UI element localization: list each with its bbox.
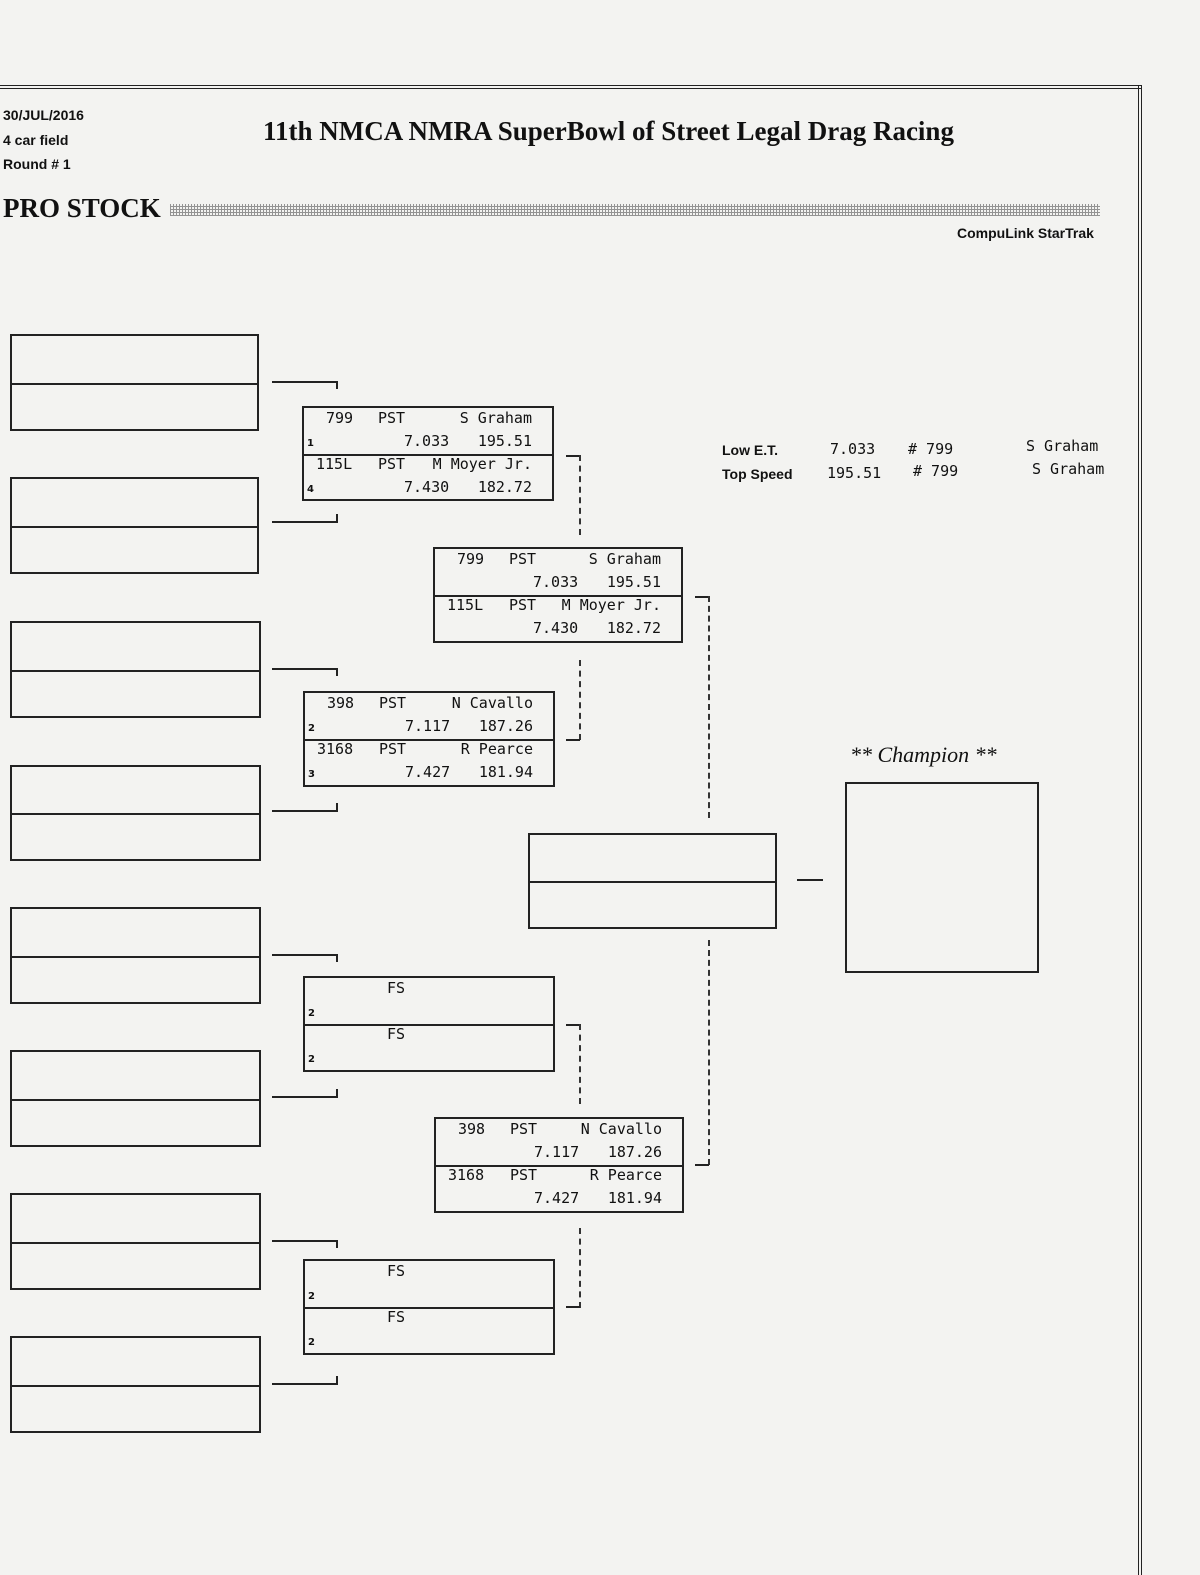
low-et-driver: S Graham <box>1026 437 1099 455</box>
field-size: 4 car field <box>3 132 69 148</box>
low-et-label: Low E.T. <box>722 442 778 458</box>
round1-matchup: 799 PST S Graham 7.033 195.51 1 115L PST… <box>302 406 554 501</box>
elapsed-time: 7.430 <box>533 619 579 637</box>
champion-box <box>845 782 1039 973</box>
lane-b: FS 2 <box>305 1024 553 1070</box>
qualifier-box <box>10 1336 261 1433</box>
seed: 3 <box>308 769 315 780</box>
car-number: 799 <box>326 409 354 427</box>
round2-matchup: 398 PST N Cavallo 7.117 187.26 3168 PST … <box>434 1117 684 1213</box>
car-class: PST <box>509 550 537 568</box>
qualifier-box <box>10 907 261 1004</box>
elapsed-time: 7.430 <box>404 477 450 496</box>
car-class: PST <box>379 694 407 712</box>
car-class: FS <box>387 1262 406 1280</box>
round1-matchup: 398 PST N Cavallo 7.117 187.26 2 3168 PS… <box>303 691 555 787</box>
speed: 187.26 <box>607 1143 662 1161</box>
car-number: 398 <box>458 1120 486 1138</box>
round-label: Round # 1 <box>3 156 71 172</box>
car-number: 115L <box>316 454 353 473</box>
speed: 181.94 <box>607 1189 662 1207</box>
lane-a: 799 PST S Graham 7.033 195.51 1 <box>304 408 552 454</box>
car-class: FS <box>387 1025 406 1043</box>
champion-label: ** Champion ** <box>850 742 997 767</box>
qualifier-box <box>10 477 259 574</box>
top-speed-value: 195.51 <box>827 464 882 482</box>
lane-a: FS 2 <box>305 978 553 1024</box>
seed: 2 <box>308 1337 315 1348</box>
car-class: PST <box>379 740 407 758</box>
lane-a: 799 PST S Graham 7.033 195.51 <box>435 549 681 595</box>
elapsed-time: 7.033 <box>404 432 450 450</box>
top-border <box>0 85 1142 89</box>
top-speed-label: Top Speed <box>722 466 793 482</box>
car-number: 3168 <box>317 740 354 758</box>
speed: 182.72 <box>477 477 532 496</box>
lane-b: 115L PST M Moyer Jr. 7.430 182.72 <box>435 595 681 641</box>
round2-matchup: 799 PST S Graham 7.033 195.51 115L PST M… <box>433 547 683 643</box>
car-class: FS <box>387 979 406 997</box>
driver-name: R Pearce <box>589 1166 662 1184</box>
speed: 195.51 <box>477 432 532 450</box>
car-class: PST <box>509 596 537 614</box>
elapsed-time: 7.033 <box>533 573 579 591</box>
lane-b: 115L PST M Moyer Jr. 7.430 182.72 4 <box>304 454 552 500</box>
driver-name: M Moyer Jr. <box>432 454 532 473</box>
class-title: PRO STOCK <box>3 193 161 223</box>
software-label: CompuLink StarTrak <box>957 225 1094 241</box>
car-number: 3168 <box>448 1166 485 1184</box>
elapsed-time: 7.427 <box>534 1189 580 1207</box>
round1-matchup: FS 2 FS 2 <box>303 1259 555 1355</box>
car-class: PST <box>510 1166 538 1184</box>
speed: 181.94 <box>478 763 533 781</box>
qualifier-box <box>10 621 261 718</box>
driver-name: R Pearce <box>460 740 533 758</box>
lane-a: 398 PST N Cavallo 7.117 187.26 <box>436 1119 682 1165</box>
title-rule <box>170 204 1100 216</box>
top-speed-car: # 799 <box>913 462 959 480</box>
elapsed-time: 7.427 <box>405 763 451 781</box>
date: 30/JUL/2016 <box>3 107 84 123</box>
seed: 2 <box>308 1291 315 1302</box>
driver-name: M Moyer Jr. <box>561 596 661 614</box>
lane-b: FS 2 <box>305 1307 553 1353</box>
car-number: 115L <box>447 596 484 614</box>
car-class: PST <box>378 409 406 427</box>
lane-a: FS 2 <box>305 1261 553 1307</box>
car-class: PST <box>510 1120 538 1138</box>
qualifier-box <box>10 1050 261 1147</box>
lane-a: 398 PST N Cavallo 7.117 187.26 2 <box>305 693 553 739</box>
speed: 182.72 <box>606 619 661 637</box>
driver-name: N Cavallo <box>580 1120 662 1138</box>
round1-matchup: FS 2 FS 2 <box>303 976 555 1072</box>
lane-b: 3168 PST R Pearce 7.427 181.94 3 <box>305 739 553 785</box>
final-connector <box>797 879 823 881</box>
car-number: 398 <box>327 694 355 712</box>
lane-b: 3168 PST R Pearce 7.427 181.94 <box>436 1165 682 1211</box>
final-matchup <box>528 833 777 929</box>
car-class: FS <box>387 1308 406 1326</box>
driver-name: S Graham <box>588 550 661 568</box>
speed: 195.51 <box>606 573 661 591</box>
seed: 2 <box>308 1054 315 1065</box>
seed: 4 <box>307 483 314 495</box>
driver-name: N Cavallo <box>451 694 533 712</box>
low-et-car: # 799 <box>908 440 954 458</box>
qualifier-box <box>10 1193 261 1290</box>
event-title: 11th NMCA NMRA SuperBowl of Street Legal… <box>263 116 954 146</box>
car-number: 799 <box>457 550 485 568</box>
seed: 2 <box>308 1008 315 1019</box>
seed: 1 <box>307 438 314 449</box>
elapsed-time: 7.117 <box>534 1143 580 1161</box>
seed: 2 <box>308 723 315 734</box>
qualifier-box <box>10 334 259 431</box>
low-et-value: 7.033 <box>830 440 876 458</box>
top-speed-driver: S Graham <box>1032 460 1105 478</box>
driver-name: S Graham <box>459 409 532 427</box>
elapsed-time: 7.117 <box>405 717 451 735</box>
speed: 187.26 <box>478 717 533 735</box>
right-border <box>1138 85 1142 1575</box>
car-class: PST <box>378 454 406 473</box>
qualifier-box <box>10 765 261 861</box>
